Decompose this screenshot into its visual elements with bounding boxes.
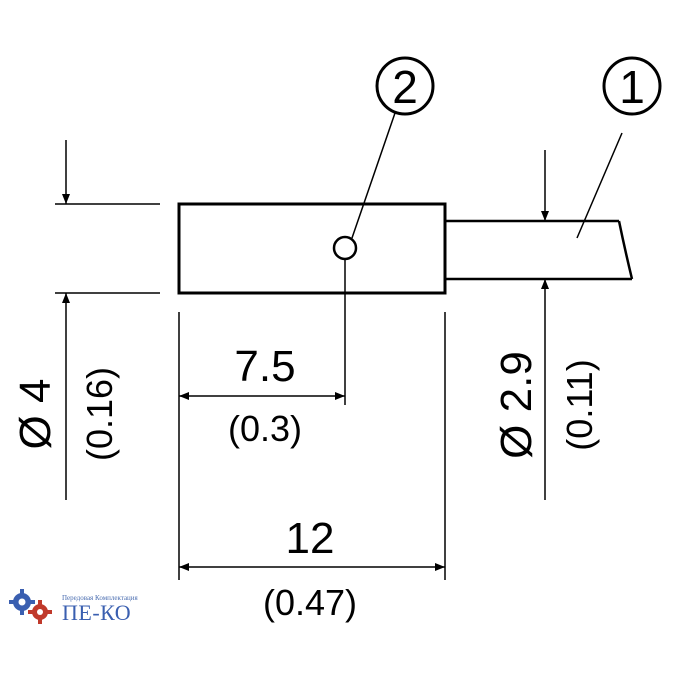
logo-name: ПЕ-КО xyxy=(62,600,132,625)
led-offset-mm: 7.5 xyxy=(234,342,295,391)
led-offset-in: (0.3) xyxy=(228,408,302,449)
callout-1: 1 xyxy=(576,56,662,239)
diameter-cable-in: (0.11) xyxy=(559,359,600,450)
diameter-body-in: (0.16) xyxy=(79,367,120,461)
sensor-body xyxy=(177,202,447,295)
diameter-body-dimension xyxy=(55,140,160,500)
led-indicator xyxy=(332,235,358,261)
callout-1-label: 1 xyxy=(619,61,645,113)
length-mm: 12 xyxy=(286,514,335,563)
diameter-body-mm: Ø 4 xyxy=(11,379,60,450)
logo-tagline: Передовая Комплектация xyxy=(62,594,138,602)
callout-2-label: 2 xyxy=(392,61,418,113)
cable xyxy=(445,219,634,281)
gear-logo-icon xyxy=(9,589,52,624)
led-offset-dimension xyxy=(178,259,346,580)
diameter-cable-mm: Ø 2.9 xyxy=(492,351,541,459)
length-in: (0.47) xyxy=(263,582,357,623)
length-dimension xyxy=(179,312,446,580)
callout-2: 2 xyxy=(351,56,435,239)
